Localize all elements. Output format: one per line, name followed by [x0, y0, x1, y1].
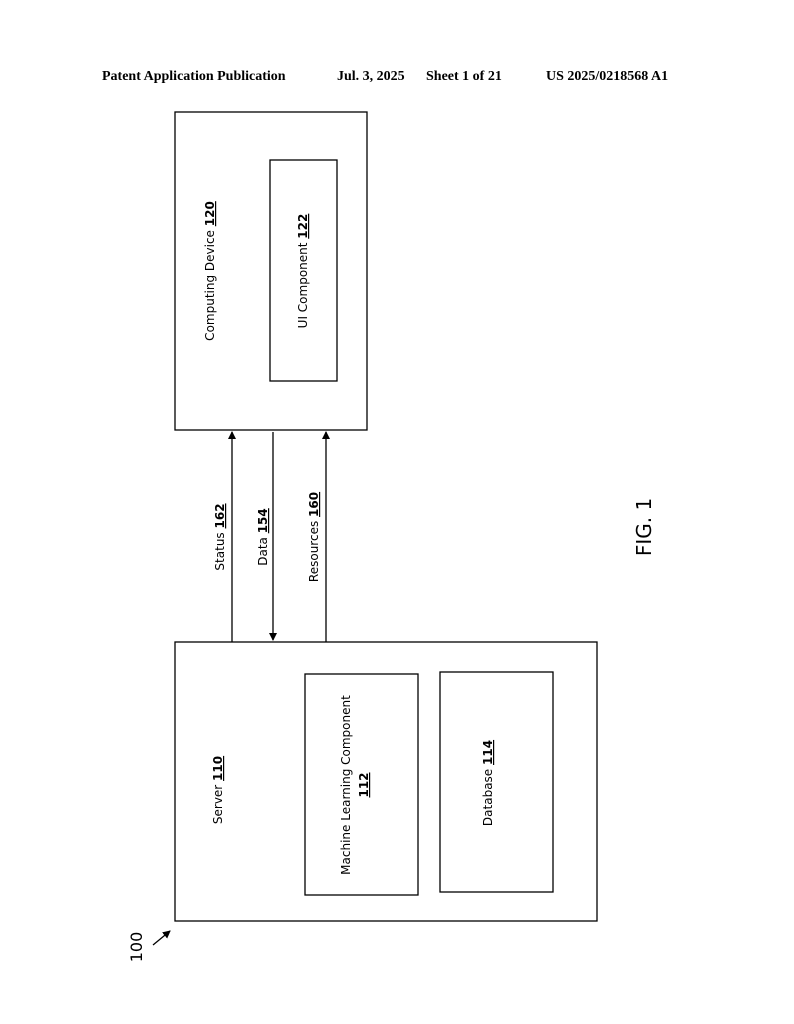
ui-component-box — [269, 159, 338, 382]
ml-component-label: Machine Learning Component — [339, 695, 353, 875]
computing-device-label: Computing Device 120 — [203, 201, 217, 341]
database-label: Database 114 — [481, 740, 495, 826]
figure-label: FIG. 1 — [632, 498, 656, 556]
status-label: Status 162 — [213, 503, 227, 570]
system-ref-number: 100 — [127, 932, 146, 963]
header-publication: Patent Application Publication — [102, 69, 286, 84]
ui-component-label: UI Component 122 — [296, 214, 310, 329]
resources-label: Resources 160 — [307, 492, 321, 582]
ml-component-box — [304, 673, 419, 896]
computing-device-box — [174, 111, 368, 431]
header-pub-number: US 2025/0218568 A1 — [546, 69, 669, 84]
database-box — [439, 671, 554, 893]
header-sheet: Sheet 1 of 21 — [426, 69, 502, 84]
server-label: Server 110 — [211, 756, 225, 824]
server-box — [174, 641, 598, 922]
header-date: Jul. 3, 2025 — [337, 69, 405, 84]
data-label: Data 154 — [256, 508, 270, 566]
system-ref-arrow — [152, 930, 171, 946]
ml-component-num: 112 — [357, 772, 371, 797]
